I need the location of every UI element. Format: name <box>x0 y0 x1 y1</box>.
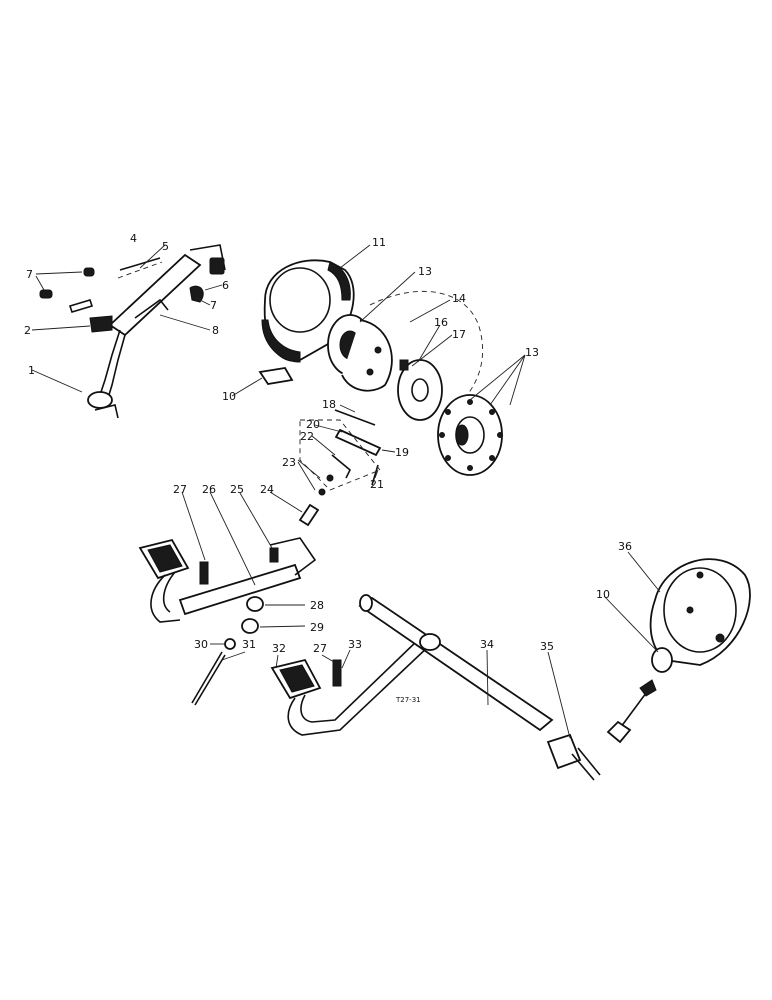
brake-lever-assembly <box>39 244 226 419</box>
leader-lines <box>31 244 661 739</box>
callout-23: 23 <box>282 456 296 469</box>
callout-24: 24 <box>260 483 274 496</box>
callout-34: 34 <box>480 638 494 651</box>
callout-10a: 10 <box>222 390 236 403</box>
callout-5: 5 <box>162 240 169 253</box>
callout-27b: 27 <box>313 642 327 655</box>
callout-27a: 27 <box>173 483 187 496</box>
callout-25: 25 <box>230 483 244 496</box>
callout-30: 30 <box>194 638 208 651</box>
callout-7b: 7 <box>210 299 217 312</box>
callout-11: 11 <box>372 236 386 249</box>
cross-shaft-pedal-assembly <box>270 594 601 781</box>
callout-14: 14 <box>452 292 466 305</box>
callout-33: 33 <box>348 638 362 651</box>
callout-32: 32 <box>272 642 286 655</box>
linkage-parts <box>298 409 382 527</box>
callout-29: 29 <box>310 621 324 634</box>
brake-backing-plate <box>327 290 484 421</box>
callout-10b: 10 <box>596 588 610 601</box>
reference-code: T27-31 <box>395 696 421 704</box>
callout-22: 22 <box>300 430 314 443</box>
callout-13a: 13 <box>418 265 432 278</box>
callout-26: 26 <box>202 483 216 496</box>
callout-labels: 1 2 4 5 6 7 7 8 10 10 11 13 13 14 16 17 … <box>24 232 632 704</box>
callout-2: 2 <box>24 324 31 337</box>
callout-1: 1 <box>28 364 35 377</box>
callout-36: 36 <box>618 540 632 553</box>
callout-19: 19 <box>395 446 409 459</box>
callout-18: 18 <box>322 398 336 411</box>
wheel-hub-flange <box>437 394 503 476</box>
callout-13b: 13 <box>525 346 539 359</box>
callout-35: 35 <box>540 640 554 653</box>
callout-21: 21 <box>370 478 384 491</box>
callout-17: 17 <box>452 328 466 341</box>
callout-6: 6 <box>222 279 229 292</box>
callout-7a: 7 <box>26 268 33 281</box>
callout-8: 8 <box>212 324 219 337</box>
callout-16: 16 <box>434 316 448 329</box>
callout-28: 28 <box>310 599 324 612</box>
callout-31: 31 <box>242 638 256 651</box>
left-pedal-assembly <box>138 537 317 706</box>
callout-20: 20 <box>306 418 320 431</box>
callout-4: 4 <box>130 232 137 245</box>
brake-disc <box>397 359 443 421</box>
right-brake-drum <box>606 558 751 744</box>
